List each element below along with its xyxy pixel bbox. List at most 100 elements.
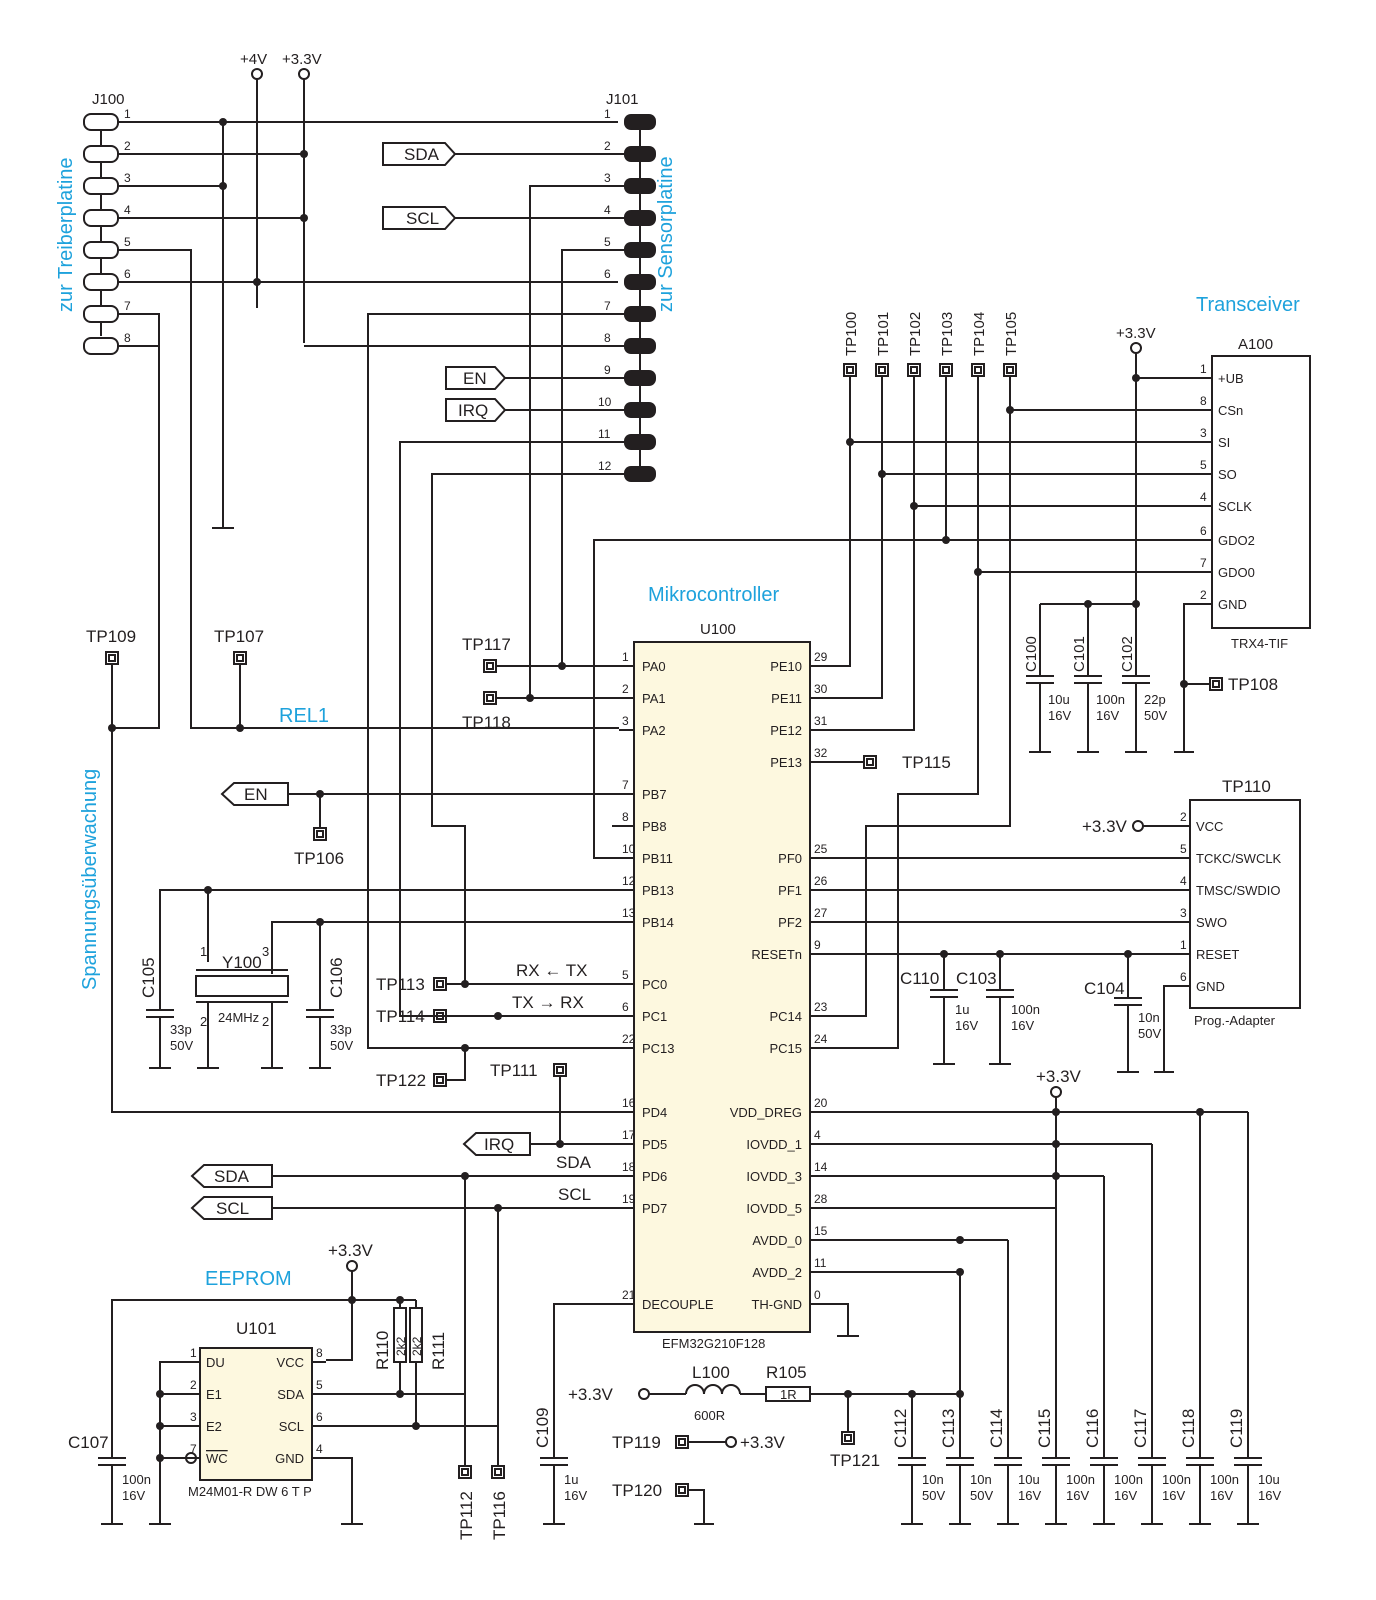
svg-text:100n: 100n <box>1011 1002 1040 1017</box>
j101-ref: J101 <box>606 91 639 108</box>
svg-text:E2: E2 <box>206 1419 222 1434</box>
svg-text:GDO2: GDO2 <box>1218 533 1255 548</box>
svg-text:WC: WC <box>206 1451 228 1466</box>
svg-text:6: 6 <box>604 267 611 281</box>
svg-text:CSn: CSn <box>1218 403 1243 418</box>
svg-text:50V: 50V <box>922 1488 945 1503</box>
svg-text:+3.3V: +3.3V <box>568 1385 614 1404</box>
svg-text:5: 5 <box>316 1378 323 1392</box>
svg-text:12: 12 <box>622 874 636 888</box>
svg-text:TP108: TP108 <box>1228 675 1278 694</box>
svg-text:SCL: SCL <box>279 1419 304 1434</box>
tp120: TP120 <box>612 1481 714 1525</box>
label-zur-sensorplatine: zur Sensorplatine <box>655 156 677 312</box>
label-transceiver: Transceiver <box>1196 294 1300 316</box>
svg-text:16V: 16V <box>1162 1488 1185 1503</box>
svg-text:PF0: PF0 <box>778 851 802 866</box>
svg-text:2k2: 2k2 <box>394 1336 408 1356</box>
svg-text:C101: C101 <box>1071 636 1088 672</box>
svg-text:SO: SO <box>1218 467 1237 482</box>
svg-text:IOVDD_3: IOVDD_3 <box>746 1169 802 1184</box>
svg-text:PB13: PB13 <box>642 883 674 898</box>
svg-text:14: 14 <box>814 1160 828 1174</box>
u100-ref: U100 <box>700 621 736 638</box>
svg-text:6: 6 <box>622 1000 629 1014</box>
tp113: TP113 <box>376 975 465 994</box>
svg-text:DU: DU <box>206 1355 225 1370</box>
svg-text:6: 6 <box>1200 524 1207 538</box>
svg-text:50V: 50V <box>330 1038 353 1053</box>
svg-text:28: 28 <box>814 1192 828 1206</box>
a100-pin-so: 5SO <box>1198 458 1237 482</box>
j100-ref: J100 <box>92 91 125 108</box>
tp105-label: TP105 <box>1003 312 1020 356</box>
label-mikrocontroller: Mikrocontroller <box>648 584 779 606</box>
decoupling-cap-bank: C11210n50VC11310n50VC11410u16VC115100n16… <box>891 1112 1281 1525</box>
label-zur-treiberplatine: zur Treiberplatine <box>55 157 77 312</box>
a100-pin-si: 3SI <box>1198 426 1230 450</box>
svg-text:GND: GND <box>1218 597 1247 612</box>
svg-text:2: 2 <box>190 1378 197 1392</box>
rail-4v: +4V <box>240 51 267 308</box>
tp112: TP112 <box>457 1465 476 1540</box>
tp118: TP118 <box>462 691 530 732</box>
l100-ref: L100 <box>692 1363 730 1382</box>
svg-text:10n: 10n <box>970 1472 992 1487</box>
svg-text:PB7: PB7 <box>642 787 667 802</box>
tp104-label: TP104 <box>971 312 988 356</box>
a100-pin-+ub: 1+UB <box>1198 362 1244 386</box>
svg-text:100n: 100n <box>122 1472 151 1487</box>
svg-text:IRQ: IRQ <box>458 401 488 420</box>
svg-text:7: 7 <box>124 299 131 313</box>
a100-supply: +3.3V <box>1040 325 1210 753</box>
svg-text:7: 7 <box>622 778 629 792</box>
svg-text:20: 20 <box>814 1096 828 1110</box>
svg-text:6: 6 <box>124 267 131 281</box>
u100-part: EFM32G210F128 <box>662 1336 765 1351</box>
svg-text:13: 13 <box>622 906 636 920</box>
svg-text:PB8: PB8 <box>642 819 667 834</box>
svg-text:PC15: PC15 <box>769 1041 802 1056</box>
y100-ref: Y100 <box>222 953 262 972</box>
svg-text:PD6: PD6 <box>642 1169 667 1184</box>
svg-text:4: 4 <box>316 1442 323 1456</box>
svg-text:+3.3V: +3.3V <box>1082 817 1128 836</box>
svg-text:PC1: PC1 <box>642 1009 667 1024</box>
svg-text:C109: C109 <box>533 1407 552 1448</box>
svg-text:3: 3 <box>1180 906 1187 920</box>
svg-text:C107: C107 <box>68 1433 109 1452</box>
tp114: TP114 <box>376 1007 498 1026</box>
svg-text:C115: C115 <box>1035 1409 1054 1448</box>
u101-ref: U101 <box>236 1319 277 1338</box>
ic-a100: A100 TRX4-TIF 1+UB8CSn3SI5SO4SCLK6GDO27G… <box>1198 336 1311 651</box>
rail-3v3-top: +3.3V <box>282 51 322 343</box>
svg-text:4: 4 <box>1200 490 1207 504</box>
u101-pin-du: 1DU <box>186 1346 225 1370</box>
svg-text:SCL: SCL <box>406 209 439 228</box>
net-rel1: REL1 <box>279 705 329 727</box>
tp119: TP119 +3.3V <box>612 1433 786 1452</box>
svg-text:TP107: TP107 <box>214 627 264 646</box>
svg-text:PE11: PE11 <box>771 691 802 706</box>
svg-text:8: 8 <box>1200 394 1207 408</box>
tp110-ref: TP110 <box>1222 777 1271 796</box>
svg-text:C117: C117 <box>1131 1409 1150 1448</box>
svg-text:SWO: SWO <box>1196 915 1227 930</box>
svg-text:TP112: TP112 <box>457 1491 476 1540</box>
svg-text:C102: C102 <box>1119 636 1136 672</box>
svg-text:5: 5 <box>622 968 629 982</box>
